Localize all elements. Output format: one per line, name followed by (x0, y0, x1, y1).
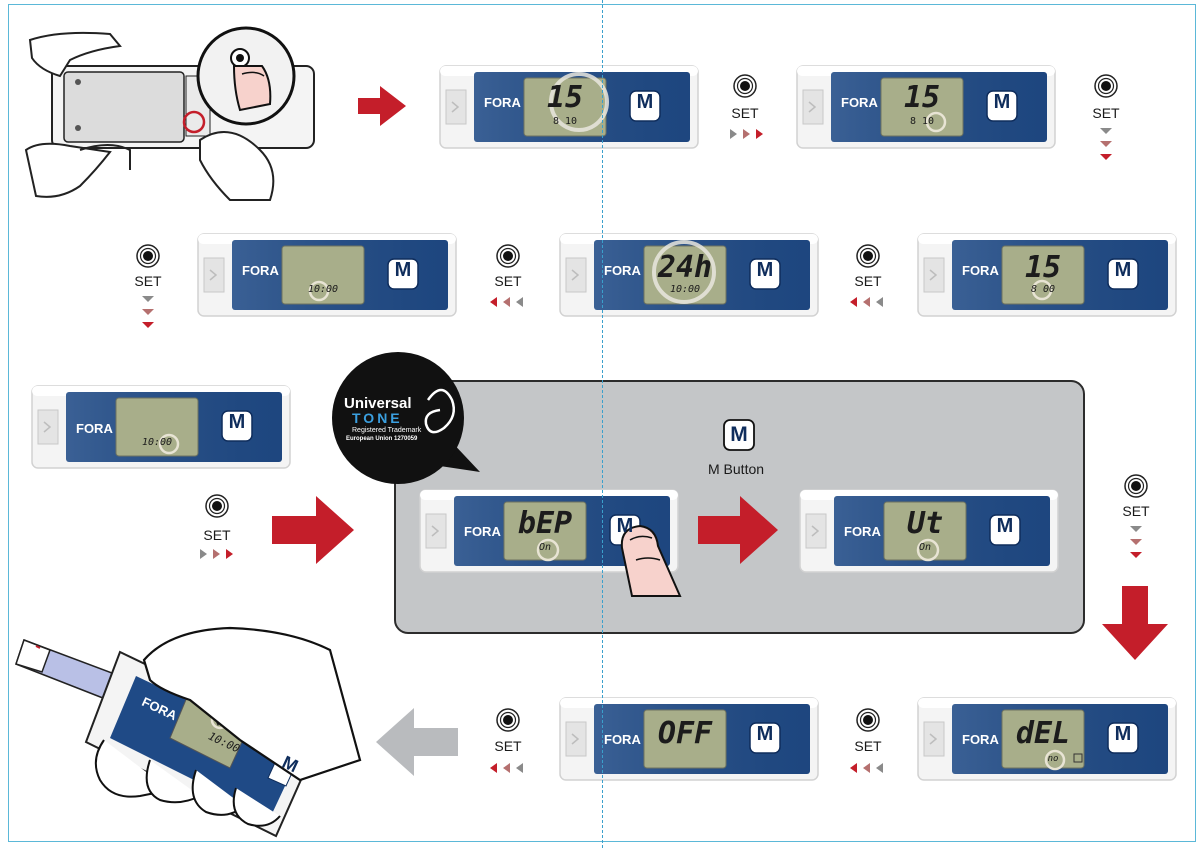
lcd-sub-5: 8 00 (1030, 284, 1056, 295)
meter-screen-8 (799, 489, 1059, 573)
set-label-3: SET (134, 273, 162, 289)
set-step-arrows-2 (1100, 128, 1112, 160)
lcd-main-1: 15 (546, 80, 584, 115)
m-button-label-7: M (616, 515, 634, 537)
set-button-icon-1 (733, 74, 757, 98)
lcd-main-10: dEL (1015, 716, 1071, 751)
meter-screen-1 (439, 65, 699, 149)
lcd-main-8: Ut (906, 506, 944, 541)
set-button-icon-4 (496, 244, 520, 268)
set-label-6: SET (203, 527, 231, 543)
m-button-label-6: M (228, 411, 246, 433)
hand-test-strip-illustration (15, 626, 362, 838)
set-label-5: SET (854, 273, 882, 289)
universal-tone-badge (332, 352, 480, 484)
center-guide-line (602, 0, 603, 848)
badge-line1: Universal (344, 395, 412, 412)
set-label-8: SET (494, 738, 522, 754)
m-button-label-4: M (756, 259, 774, 281)
lcd-main-4: 24h (657, 250, 713, 285)
set-button-icon-8 (496, 708, 520, 732)
m-button-label-2: M (993, 91, 1011, 113)
brand-label-2: FORA (841, 95, 878, 110)
set-label-9: SET (854, 738, 882, 754)
lcd-sub-4: 10:00 (669, 284, 701, 295)
badge-line2: TONE (352, 410, 403, 426)
set-step-arrows-3 (142, 296, 154, 328)
set-step-arrows-9 (850, 763, 883, 773)
set-step-arrows-4 (490, 297, 523, 307)
arrow-right-3 (698, 496, 778, 564)
brand-label-7: FORA (464, 524, 501, 539)
badge-line4: European Union 1270059 (346, 436, 418, 442)
set-button-icon-6 (205, 494, 229, 518)
lcd-sub-1: 8 10 (552, 116, 578, 127)
meter-screen-3 (197, 233, 457, 317)
m-button-label-10: M (1114, 723, 1132, 745)
lcd-sub-8: On (918, 542, 932, 553)
m-button-label-3: M (394, 259, 412, 281)
set-step-arrows-1 (730, 129, 763, 139)
set-step-arrows-8 (490, 763, 523, 773)
m-button-label-5: M (1114, 259, 1132, 281)
meter-screen-7 (419, 489, 679, 573)
hand-open-battery-illustration (24, 26, 315, 201)
brand-label-3: FORA (242, 263, 279, 278)
brand-label-6: FORA (76, 421, 113, 436)
lcd-sub-7: On (538, 542, 552, 553)
brand-label-5: FORA (962, 263, 999, 278)
m-button-caption: M Button (708, 461, 765, 477)
arrow-right-1 (358, 86, 406, 126)
brand-label-10: FORA (962, 732, 999, 747)
m-button-label-8: M (996, 515, 1014, 537)
lcd-sub-6: 10:00 (141, 437, 173, 448)
set-button-icon-2 (1094, 74, 1118, 98)
badge-line3: Registered Trademark (352, 427, 422, 434)
lcd-sub-10: no (1047, 754, 1059, 764)
m-button-label-9: M (756, 723, 774, 745)
lcd-sub-3: 10:00 (307, 284, 339, 295)
meter-screen-6 (31, 385, 291, 469)
m-button-label-1: M (636, 91, 654, 113)
set-step-arrows-7 (1130, 526, 1142, 558)
arrow-left-gray (376, 708, 458, 776)
set-button-icon-9 (856, 708, 880, 732)
brand-label-4: FORA (604, 263, 641, 278)
meter-screen-2 (796, 65, 1056, 149)
lcd-sub-2: 8 10 (909, 116, 935, 127)
set-button-icon-7 (1124, 474, 1148, 498)
set-step-arrows-5 (850, 297, 883, 307)
lcd-main-5: 15 (1024, 250, 1062, 285)
meter-screen-10 (917, 697, 1177, 781)
arrow-right-2 (272, 496, 354, 564)
set-button-icon-3 (136, 244, 160, 268)
arrow-down-1 (1102, 586, 1168, 660)
finger-pressing-m-illustration (620, 524, 682, 597)
set-label-2: SET (1092, 105, 1120, 121)
m-button-icon (723, 419, 755, 451)
m-button-icon-label: M (730, 423, 748, 446)
brand-label-1: FORA (484, 95, 521, 110)
set-label-4: SET (494, 273, 522, 289)
set-step-arrows-6 (200, 549, 233, 559)
brand-label-9: FORA (604, 732, 641, 747)
lcd-main-9: OFF (657, 716, 713, 751)
lcd-main-2: 15 (903, 80, 941, 115)
meter-screen-5 (917, 233, 1177, 317)
set-button-icon-5 (856, 244, 880, 268)
meter-screen-4 (559, 233, 819, 317)
set-label-7: SET (1122, 503, 1150, 519)
set-label-1: SET (731, 105, 759, 121)
lcd-main-7: bEP (517, 506, 573, 541)
brand-label-8: FORA (844, 524, 881, 539)
